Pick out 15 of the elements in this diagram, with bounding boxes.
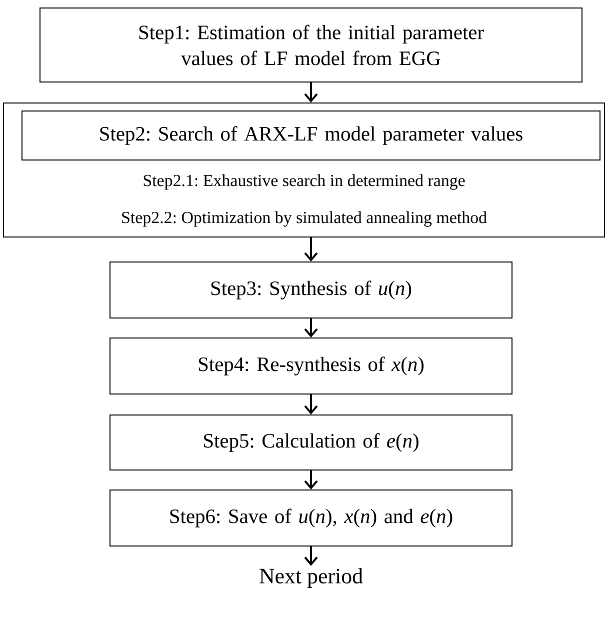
arrow bbox=[304, 394, 318, 414]
end-label: Next period bbox=[260, 568, 363, 588]
process-box: Step1: Estimation of the initial parameter values of LF model from EGG bbox=[40, 8, 582, 82]
process-box: Step6: Save of u(n), x(n) and e(n) bbox=[110, 490, 512, 546]
step-text: Step2.1: Exhaustive search in determined range bbox=[144, 174, 465, 190]
arrow bbox=[304, 546, 318, 566]
arrow bbox=[304, 318, 318, 338]
arrow bbox=[304, 470, 318, 490]
process-box: Step3: Synthesis of u(n) bbox=[110, 262, 512, 318]
process-box: Step4: Re-synthesis of x(n) bbox=[110, 338, 512, 394]
arrow bbox=[304, 238, 318, 262]
arrow bbox=[304, 82, 318, 102]
process-box: Step2: Search of ARX-LF model parameter values bbox=[22, 110, 600, 160]
process-box: Step5: Calculation of e(n) bbox=[110, 414, 512, 470]
step-text: Step2.2: Optimization by simulated annealing method bbox=[122, 211, 487, 227]
